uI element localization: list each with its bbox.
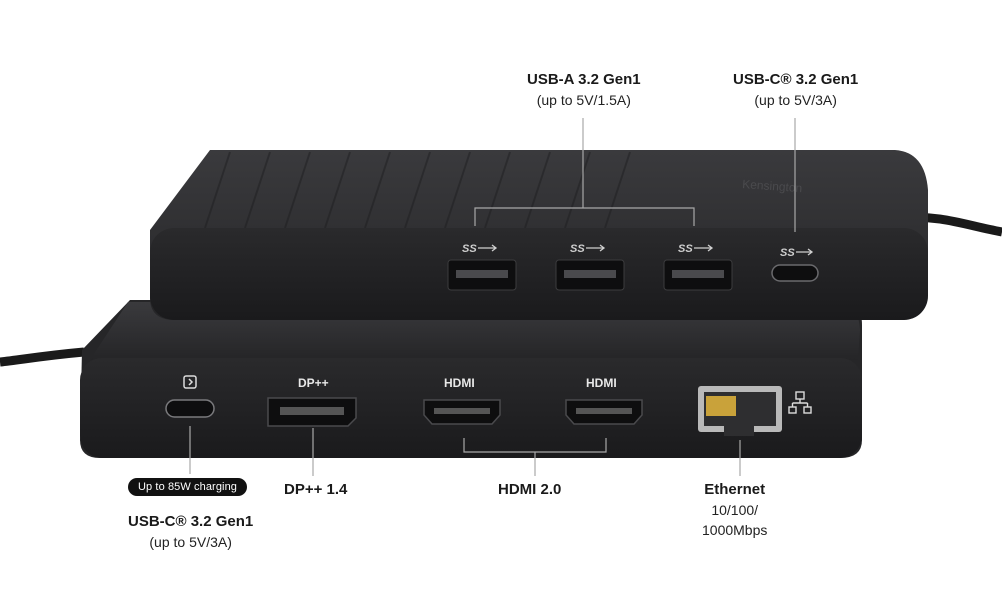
usb-superspeed-icon: SS SS SS SS: [462, 243, 795, 259]
usb-a-port-2: [555, 259, 625, 291]
hdmi-port-marking-1: HDMI: [444, 376, 475, 390]
usb-c-bottom-title: USB-C® 3.2 Gen1: [128, 513, 254, 530]
usb-c-port-bottom: [165, 399, 215, 418]
charging-badge: Up to 85W charging: [128, 478, 248, 496]
usb-c-top-callout: USB-C® 3.2 Gen1 (up to 5V/3A): [733, 70, 858, 110]
usb-c-top-title: USB-C® 3.2 Gen1: [733, 71, 859, 88]
power-delivery-icon: [183, 375, 197, 389]
usb-a-port-3: [663, 259, 733, 291]
hdmi-port-1: [423, 399, 501, 425]
svg-text:SS: SS: [462, 243, 477, 255]
brand-embossing: Kensington: [742, 177, 803, 195]
usb-c-bottom-callout: USB-C® 3.2 Gen1 (up to 5V/3A): [128, 512, 253, 552]
usb-a-title: USB-A 3.2 Gen1: [527, 71, 641, 88]
network-icon: [788, 391, 812, 414]
hdmi-callout: HDMI 2.0: [498, 480, 561, 500]
hdmi-port-marking-2: HDMI: [586, 376, 617, 390]
usb-c-bottom-spec: (up to 5V/3A): [149, 534, 232, 550]
ethernet-speed-1: 10/100/: [711, 502, 759, 518]
dp-title: DP++ 1.4: [284, 481, 348, 498]
usb-a-callout: USB-A 3.2 Gen1 (up to 5V/1.5A): [527, 70, 641, 110]
bottom-leader-lines: [189, 426, 741, 476]
svg-text:SS: SS: [570, 243, 585, 255]
left-cable: [0, 347, 85, 367]
dp-port-marking: DP++: [298, 376, 329, 390]
ethernet-title: Ethernet: [704, 481, 766, 498]
ethernet-port: [698, 386, 782, 436]
svg-text:SS: SS: [678, 243, 693, 255]
usb-a-spec: (up to 5V/1.5A): [536, 92, 631, 108]
ethernet-speed-2: 1000Mbps: [702, 522, 768, 538]
svg-text:SS: SS: [780, 247, 795, 259]
usb-c-port-top: [771, 264, 819, 282]
usb-a-port-1: [447, 259, 517, 291]
hdmi-port-2: [565, 399, 643, 425]
hdmi-title: HDMI 2.0: [498, 481, 562, 498]
dp-callout: DP++ 1.4: [284, 480, 347, 500]
ethernet-callout: Ethernet 10/100/ 1000Mbps: [702, 480, 767, 540]
top-leader-lines: [474, 118, 796, 232]
top-dock: Kensington: [150, 150, 928, 320]
displayport-port: [267, 397, 357, 427]
usb-c-top-spec: (up to 5V/3A): [754, 92, 837, 108]
